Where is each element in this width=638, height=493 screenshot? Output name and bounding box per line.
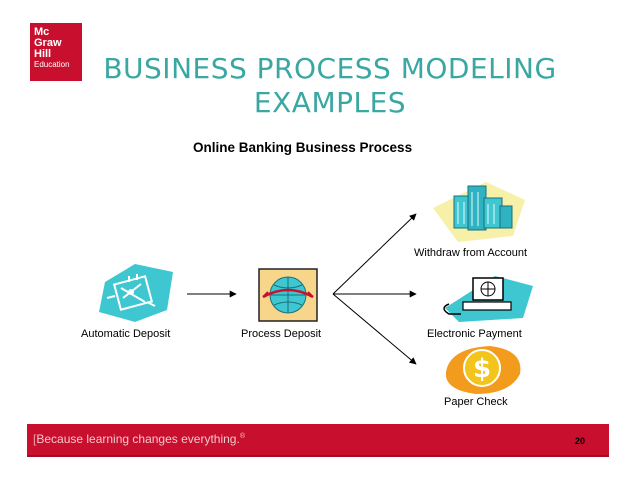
slide-title-line-2: EXAMPLES	[253, 86, 407, 119]
footer-bar: [Because learning changes everything.® 2…	[27, 424, 609, 457]
footer-tagline: [Because learning changes everything.®	[33, 432, 245, 446]
logo-line-4: Education	[34, 60, 70, 69]
trademark-mark: ®	[239, 433, 245, 440]
diagram-title: Online Banking Business Process	[193, 140, 413, 155]
node-automatic-deposit: Automatic Deposit	[81, 328, 171, 340]
node-electronic-payment: Electronic Payment	[427, 328, 522, 340]
arrow-process-to-check	[332, 293, 417, 365]
page-number: 20	[574, 436, 585, 446]
slide-title-line-1: BUSINESS PROCESS MODELING	[103, 52, 557, 85]
node-withdraw-from-account: Withdraw from Account	[414, 247, 528, 259]
globe-process-icon	[258, 268, 318, 322]
footer-underline	[27, 455, 609, 457]
svg-text:$: $	[473, 354, 491, 384]
slide-title: BUSINESS PROCESS MODELING EXAMPLES	[100, 52, 560, 120]
footer-tagline-text: Because learning changes everything.	[36, 432, 240, 446]
bank-buildings-icon	[433, 182, 525, 242]
logo-line-1: Mc	[34, 26, 50, 38]
logo-line-2: Graw	[34, 37, 62, 49]
bracket-mark-icon: [	[33, 432, 37, 446]
node-process-deposit: Process Deposit	[241, 328, 322, 340]
mcgraw-hill-logo: Mc Graw Hill Education	[30, 23, 82, 81]
arrow-process-to-withdraw	[332, 213, 417, 295]
computer-terminal-icon	[443, 276, 533, 322]
node-paper-check: Paper Check	[444, 396, 508, 408]
dollar-sign-icon: $	[445, 346, 521, 394]
logo-line-3: Hill	[34, 48, 52, 60]
circuit-chip-icon	[99, 264, 173, 322]
